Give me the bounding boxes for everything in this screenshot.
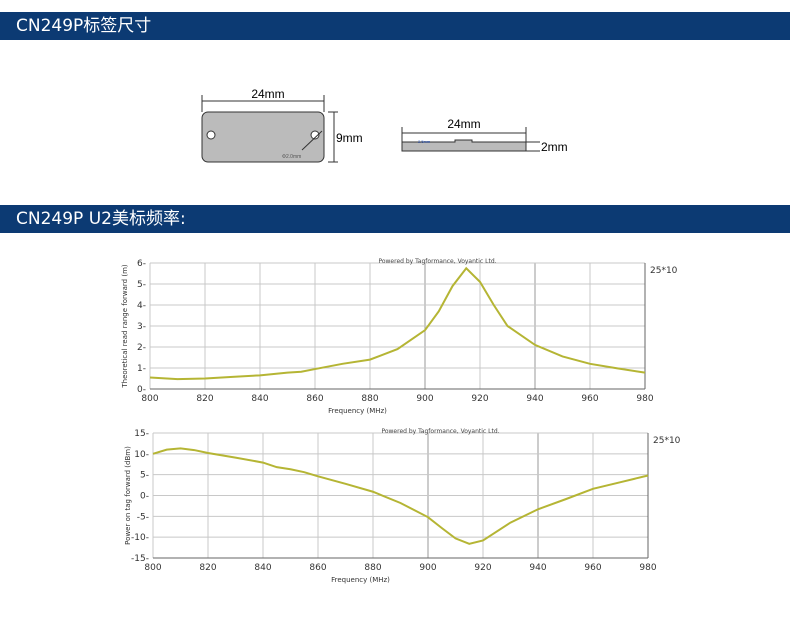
section-header-dimensions: CN249P标签尺寸	[0, 12, 790, 40]
x-tick-label: 920	[471, 394, 488, 404]
corner-label: 25*10	[650, 266, 678, 276]
section-title: CN249P U2美标频率:	[16, 209, 186, 229]
side-inner-label: 2.5mm	[418, 139, 431, 144]
y-tick-label: 5-	[137, 280, 146, 290]
x-tick-label: 980	[636, 394, 653, 404]
y-tick-label: 4-	[137, 301, 146, 311]
x-tick-label: 980	[639, 563, 656, 573]
top-width-label: 24mm	[251, 87, 284, 101]
x-tick-label: 820	[196, 394, 213, 404]
section-title: CN249P标签尺寸	[16, 16, 152, 36]
x-axis-label: Frequency (MHz)	[331, 576, 390, 584]
x-tick-label: 940	[526, 394, 543, 404]
y-tick-label: 2-	[137, 343, 146, 353]
top-view-diagram	[201, 95, 338, 163]
side-width-label: 24mm	[447, 117, 480, 131]
x-tick-label: 840	[254, 563, 271, 573]
top-height-label: 9mm	[336, 131, 363, 145]
x-tick-label: 800	[141, 394, 158, 404]
watermark: Powered by Tagformance, Voyantic Ltd.	[381, 428, 499, 435]
read-range-chart: 800 820 840 860 880 900 920 940 960 980 0- 1- 2- 3- 4-…	[121, 258, 678, 415]
x-tick-label: 820	[199, 563, 216, 573]
y-tick-label: 0-	[140, 492, 149, 502]
side-view-diagram	[401, 127, 540, 152]
y-tick-label: 6-	[137, 259, 146, 269]
x-tick-label: 960	[584, 563, 601, 573]
corner-label: 25*10	[653, 436, 681, 446]
y-tick-label: 15-	[134, 429, 149, 439]
x-tick-label: 960	[581, 394, 598, 404]
x-tick-label: 860	[306, 394, 323, 404]
y-tick-label: 1-	[137, 364, 146, 374]
y-tick-label: 3-	[137, 322, 146, 332]
y-tick-label: -15-	[131, 554, 149, 564]
y-tick-label: -5-	[137, 512, 149, 522]
x-tick-label: 900	[416, 394, 433, 404]
x-tick-label: 940	[529, 563, 546, 573]
section-header-frequency: CN249P U2美标频率:	[0, 205, 790, 233]
x-tick-label: 920	[474, 563, 491, 573]
y-tick-label: 5-	[140, 471, 149, 481]
x-tick-label: 880	[364, 563, 381, 573]
y-tick-label: 0-	[137, 385, 146, 395]
x-tick-label: 840	[251, 394, 268, 404]
y-tick-label: -10-	[131, 533, 149, 543]
side-height-label: 2mm	[541, 140, 568, 154]
x-axis-label: Frequency (MHz)	[328, 407, 387, 415]
x-tick-label: 880	[361, 394, 378, 404]
hole-label: Φ2.0mm	[282, 154, 301, 160]
tag-shape	[201, 111, 325, 163]
y-axis-label: Power on tag forward (dBm)	[124, 446, 132, 545]
power-on-tag-chart: 800 820 840 860 880 900 920 940 960 980 -15- -10- -5…	[124, 428, 681, 584]
watermark: Powered by Tagformance, Voyantic Ltd.	[378, 258, 496, 265]
y-tick-label: 10-	[134, 450, 149, 460]
series-line	[149, 266, 646, 381]
series-line	[152, 447, 649, 545]
x-tick-label: 800	[144, 563, 161, 573]
x-tick-label: 860	[309, 563, 326, 573]
x-tick-label: 900	[419, 563, 436, 573]
y-axis-label: Theoretical read range forward (m)	[121, 264, 129, 389]
